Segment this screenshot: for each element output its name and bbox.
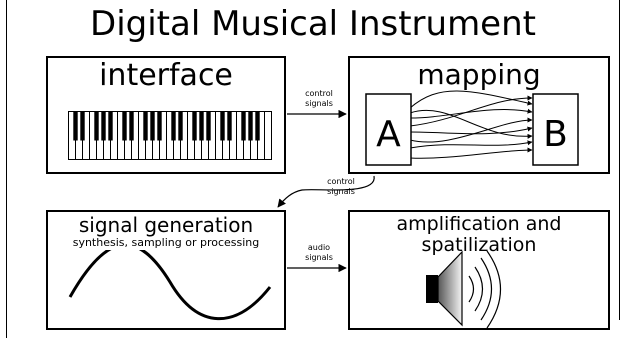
frame-left-border <box>6 0 7 338</box>
mapping-input-label: A <box>376 114 401 155</box>
piano-black-key <box>248 111 253 141</box>
interface-label: interface <box>99 58 233 93</box>
piano-black-key <box>255 111 260 141</box>
control-signals-arrow-2 <box>277 175 375 208</box>
piano-black-key <box>206 111 211 141</box>
piano-black-key <box>108 111 113 141</box>
amplification-label-line2: spatilization <box>421 234 537 256</box>
audio-signals-label: audio signals <box>292 243 346 263</box>
piano-black-key <box>171 111 176 141</box>
mapping-input-box <box>365 93 412 166</box>
piano-white-key <box>264 111 272 160</box>
piano-black-key <box>199 111 204 141</box>
mapping-label: mapping <box>417 58 541 91</box>
speaker-icon <box>426 250 502 329</box>
control-signals-label-2: control signals <box>316 177 366 197</box>
piano-black-key <box>178 111 183 141</box>
control-signals-2-line1: control <box>327 177 355 186</box>
piano-black-key <box>80 111 85 141</box>
piano-black-key <box>122 111 127 141</box>
piano-black-key <box>241 111 246 141</box>
piano-black-key <box>101 111 106 141</box>
frame-right-border <box>619 0 620 320</box>
diagram-title: Digital Musical Instrument <box>90 4 536 44</box>
signal-generation-label: signal generation <box>78 213 254 237</box>
piano-keyboard-icon <box>68 111 272 160</box>
piano-black-key <box>143 111 148 141</box>
interface-block: interface <box>46 56 286 174</box>
sine-wave-icon <box>68 250 272 321</box>
mapping-output-box <box>532 93 579 166</box>
piano-black-key <box>129 111 134 141</box>
control-signals-2-line2: signals <box>327 187 355 196</box>
signal-generation-sublabel: synthesis, sampling or processing <box>72 236 260 249</box>
piano-black-key <box>220 111 225 141</box>
mapping-connections <box>409 90 533 159</box>
control-signals-label-1: control signals <box>292 89 346 109</box>
amplification-label-line1: amplification and <box>396 213 562 235</box>
piano-black-key <box>157 111 162 141</box>
signal-generation-block: signal generation synthesis, sampling or… <box>46 210 286 330</box>
mapping-output-label: B <box>543 114 568 155</box>
piano-black-key <box>150 111 155 141</box>
amplification-block: amplification and spatilization <box>348 210 610 330</box>
piano-black-key <box>192 111 197 141</box>
piano-black-key <box>94 111 99 141</box>
audio-signals-line2: signals <box>305 253 333 262</box>
control-signals-1-line2: signals <box>305 99 333 108</box>
audio-signals-line1: audio <box>307 243 331 252</box>
piano-black-key <box>73 111 78 141</box>
piano-black-key <box>227 111 232 141</box>
control-signals-1-line1: control <box>305 89 333 98</box>
